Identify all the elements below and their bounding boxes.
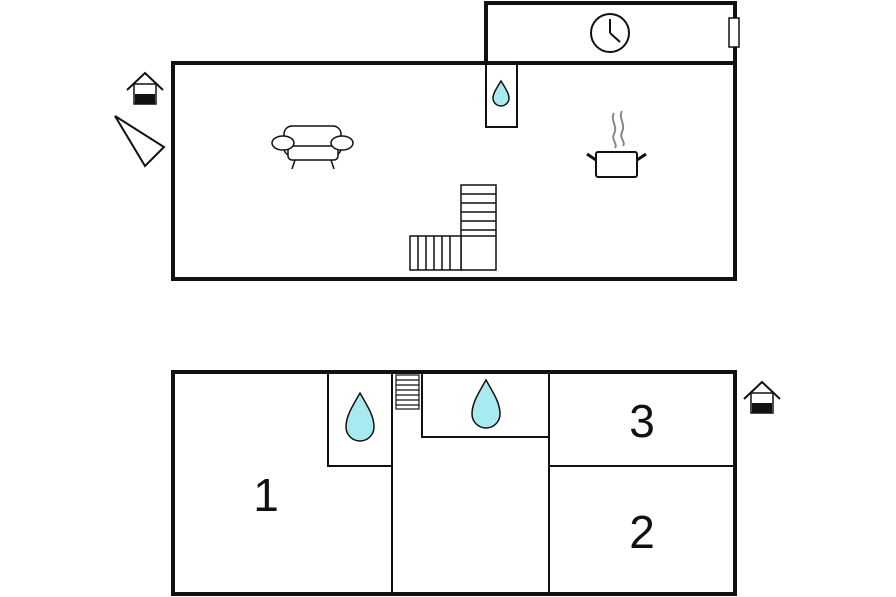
water-drop-icon [345, 391, 375, 442]
house-entrance-icon [743, 380, 781, 414]
upper-bathroom [485, 62, 518, 128]
lower-bathroom-left [327, 372, 392, 467]
lower-floor-outline [171, 370, 737, 596]
clock-icon [590, 13, 630, 53]
room-label-1: 1 [253, 469, 279, 521]
lower-bathroom-center [421, 372, 549, 438]
staircase-icon [409, 184, 497, 271]
room-label-3: 3 [629, 395, 655, 447]
house-entrance-icon [126, 71, 164, 105]
staircase-icon [395, 374, 420, 410]
compass-arrow-icon [114, 115, 166, 168]
window [728, 17, 740, 48]
upper-floor-main-room [171, 61, 737, 281]
room-label-2: 2 [629, 506, 655, 558]
cooking-pot-icon [586, 110, 647, 178]
water-drop-icon [471, 378, 501, 429]
upper-floor [114, 1, 740, 281]
sofa-icon [271, 125, 354, 170]
water-drop-icon [492, 79, 510, 107]
lower-floor: 1 3 2 [171, 370, 781, 596]
